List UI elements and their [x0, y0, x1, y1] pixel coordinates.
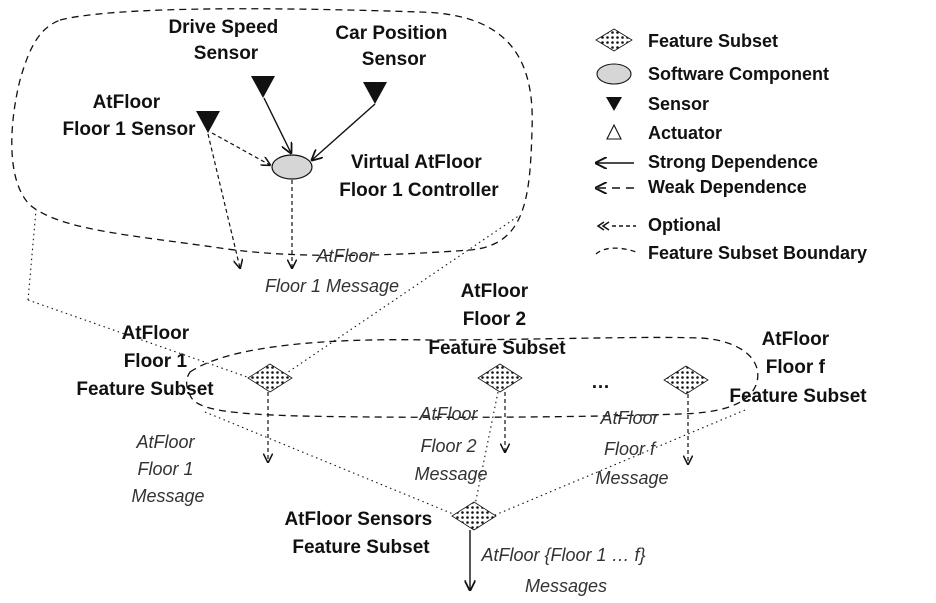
floor2-message-label: AtFloor Floor 2 Message: [414, 404, 487, 484]
feature-subset-icon: [595, 28, 633, 52]
drive-speed-sensor-label: Drive Speed Sensor: [168, 17, 283, 64]
floor2-subset-label: AtFloor Floor 2 Feature Subset: [428, 281, 566, 359]
strong-dep-drive-speed: [263, 97, 291, 153]
legend-label-feature-subset: Feature Subset: [648, 31, 778, 51]
top-subset-boundary: [11, 8, 533, 257]
boundary-icon: [595, 247, 637, 255]
legend-label-software-component: Software Component: [648, 64, 829, 84]
dotted-link-floorf: [487, 409, 746, 519]
virtual-controller-component: [271, 154, 313, 180]
callout-line-left-up: [27, 209, 37, 301]
legend-label-weak-dependence: Weak Dependence: [648, 177, 807, 197]
sensors-subset-label: AtFloor Sensors Feature Subset: [284, 509, 437, 558]
car-position-sensor-icon: [363, 82, 387, 104]
floor1-subset-label: AtFloor Floor 1 Feature Subset: [76, 323, 214, 400]
dashed-output-floor-sensor: [207, 133, 240, 268]
legend-label-optional: Optional: [648, 215, 721, 235]
optional-icon: [596, 221, 636, 231]
floor2-feature-subset-icon: [477, 363, 523, 393]
software-component-icon: [596, 63, 632, 85]
car-position-sensor-label: Car Position Sensor: [335, 23, 452, 70]
legend-label-actuator: Actuator: [648, 123, 722, 143]
dotted-link-floor2: [474, 391, 499, 506]
legend: Feature Subset Software Component Sensor…: [595, 28, 867, 263]
bottom-subset-boundary: [185, 336, 759, 418]
optional-dep-floor-sensor: [211, 132, 270, 165]
strong-dep-car-position: [312, 103, 376, 160]
virtual-controller-label: Virtual AtFloor Floor 1 Controller: [339, 152, 499, 201]
dotted-link-floor1: [204, 411, 459, 517]
floorf-subset-label: AtFloor Floor f Feature Subset: [729, 329, 867, 407]
legend-label-boundary: Feature Subset Boundary: [648, 243, 867, 263]
sensor-icon: [606, 97, 622, 111]
ellipsis-label: …: [591, 372, 610, 393]
sensors-feature-subset-icon: [451, 501, 497, 531]
floor1-message-label: AtFloor Floor 1 Message: [131, 432, 204, 506]
messages-label: AtFloor {Floor 1 … f} Messages: [480, 545, 650, 596]
atfloor-floor1-sensor-icon: [196, 111, 220, 133]
floorf-feature-subset-icon: [663, 365, 709, 395]
actuator-icon: [606, 123, 622, 140]
atfloor-floor1-message-top-label: AtFloor Floor 1 Message: [265, 246, 399, 296]
legend-label-sensor: Sensor: [648, 94, 709, 114]
atfloor-floor1-sensor-label: AtFloor Floor 1 Sensor: [62, 92, 196, 140]
drive-speed-sensor-icon: [251, 76, 275, 98]
floorf-message-label: AtFloor Floor f Message: [595, 408, 668, 488]
floor1-feature-subset-icon: [247, 363, 293, 393]
legend-label-strong-dependence: Strong Dependence: [648, 152, 818, 172]
